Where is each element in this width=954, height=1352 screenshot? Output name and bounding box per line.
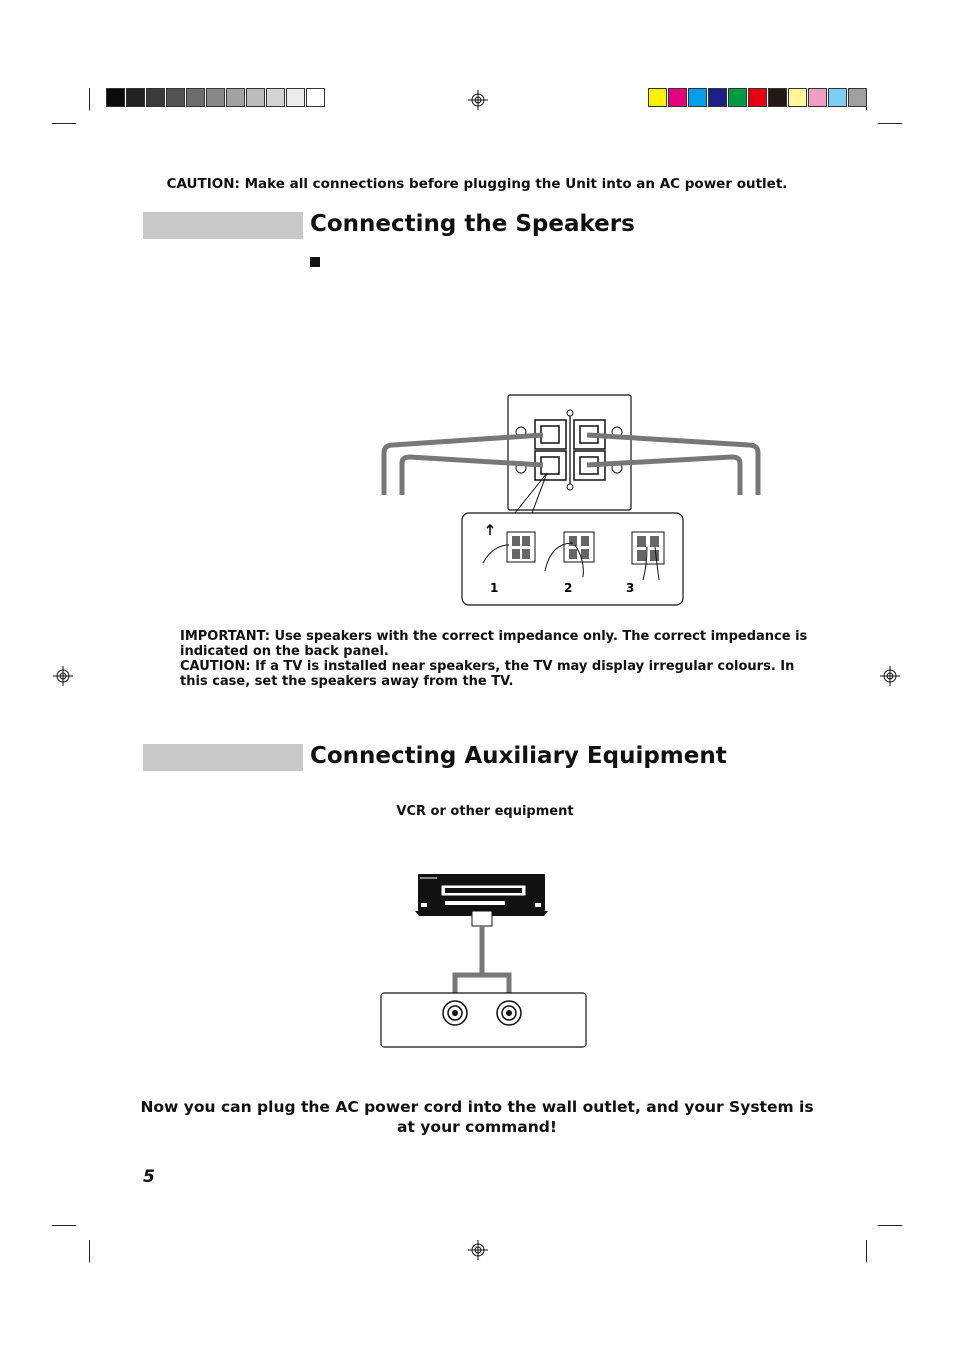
crop-mark bbox=[89, 1240, 90, 1262]
aux-input-panel bbox=[380, 992, 587, 1048]
important-note: IMPORTANT: Use speakers with the correct… bbox=[180, 629, 808, 659]
color-swatch bbox=[848, 88, 867, 107]
bullet-square bbox=[310, 257, 320, 267]
color-swatch bbox=[788, 88, 807, 107]
color-swatch bbox=[668, 88, 687, 107]
color-swatch bbox=[246, 88, 265, 107]
registration-mark-icon bbox=[467, 89, 489, 111]
crop-mark bbox=[89, 88, 90, 110]
color-swatch bbox=[728, 88, 747, 107]
color-swatch bbox=[748, 88, 767, 107]
color-swatch bbox=[206, 88, 225, 107]
crop-mark bbox=[878, 123, 902, 124]
color-swatch bbox=[688, 88, 707, 107]
color-swatch bbox=[106, 88, 125, 107]
color-swatch bbox=[286, 88, 305, 107]
color-swatch bbox=[146, 88, 165, 107]
color-swatch bbox=[648, 88, 667, 107]
step-label: 1 bbox=[490, 581, 498, 595]
rca-jack-right bbox=[496, 1000, 522, 1026]
rca-jack-left bbox=[442, 1000, 468, 1026]
step-label: 2 bbox=[564, 581, 572, 595]
color-swatch bbox=[708, 88, 727, 107]
step-1-illustration bbox=[482, 523, 536, 564]
section-bar-speakers bbox=[143, 212, 303, 239]
caution-connections-text: CAUTION: Make all connections before plu… bbox=[166, 176, 788, 192]
color-swatch bbox=[306, 88, 325, 107]
color-swatch bbox=[226, 88, 245, 107]
color-swatch bbox=[808, 88, 827, 107]
registration-mark-icon bbox=[879, 665, 901, 687]
color-swatch bbox=[828, 88, 847, 107]
crop-mark bbox=[52, 1225, 76, 1226]
audio-cable bbox=[452, 926, 485, 1002]
section-title-speakers: Connecting the Speakers bbox=[310, 211, 635, 237]
crop-mark bbox=[52, 123, 76, 124]
grayscale-color-bar bbox=[106, 88, 326, 107]
section-bar-aux bbox=[143, 744, 303, 771]
speaker-cord-left-inner bbox=[399, 454, 544, 495]
step-label: 3 bbox=[626, 581, 634, 595]
color-swatch bbox=[186, 88, 205, 107]
speaker-terminal-diagram: 1 2 3 bbox=[381, 394, 761, 606]
color-swatch bbox=[768, 88, 787, 107]
crop-mark bbox=[866, 1240, 867, 1262]
color-swatch bbox=[126, 88, 145, 107]
vcr-label: VCR or other equipment bbox=[396, 804, 574, 819]
speaker-notes: IMPORTANT: Use speakers with the correct… bbox=[180, 629, 810, 689]
speaker-cord-left-outer bbox=[381, 432, 544, 495]
step-2-illustration bbox=[544, 531, 595, 578]
color-swatch bbox=[266, 88, 285, 107]
registration-mark-icon bbox=[467, 1239, 489, 1261]
step-3-illustration bbox=[631, 531, 665, 581]
registration-mark-icon bbox=[52, 665, 74, 687]
vcr-device bbox=[415, 874, 548, 916]
caution-tv-note: CAUTION: If a TV is installed near speak… bbox=[180, 659, 795, 689]
speaker-cord-right-inner bbox=[586, 454, 743, 495]
speaker-cord-right-outer bbox=[586, 432, 761, 495]
section-title-aux: Connecting Auxiliary Equipment bbox=[310, 743, 727, 769]
color-swatch bbox=[166, 88, 185, 107]
aux-connection-diagram bbox=[380, 874, 587, 1048]
crop-mark bbox=[878, 1225, 902, 1226]
page-number: 5 bbox=[143, 1167, 155, 1187]
final-message: Now you can plug the AC power cord into … bbox=[140, 1098, 814, 1136]
process-color-bar bbox=[648, 88, 868, 107]
